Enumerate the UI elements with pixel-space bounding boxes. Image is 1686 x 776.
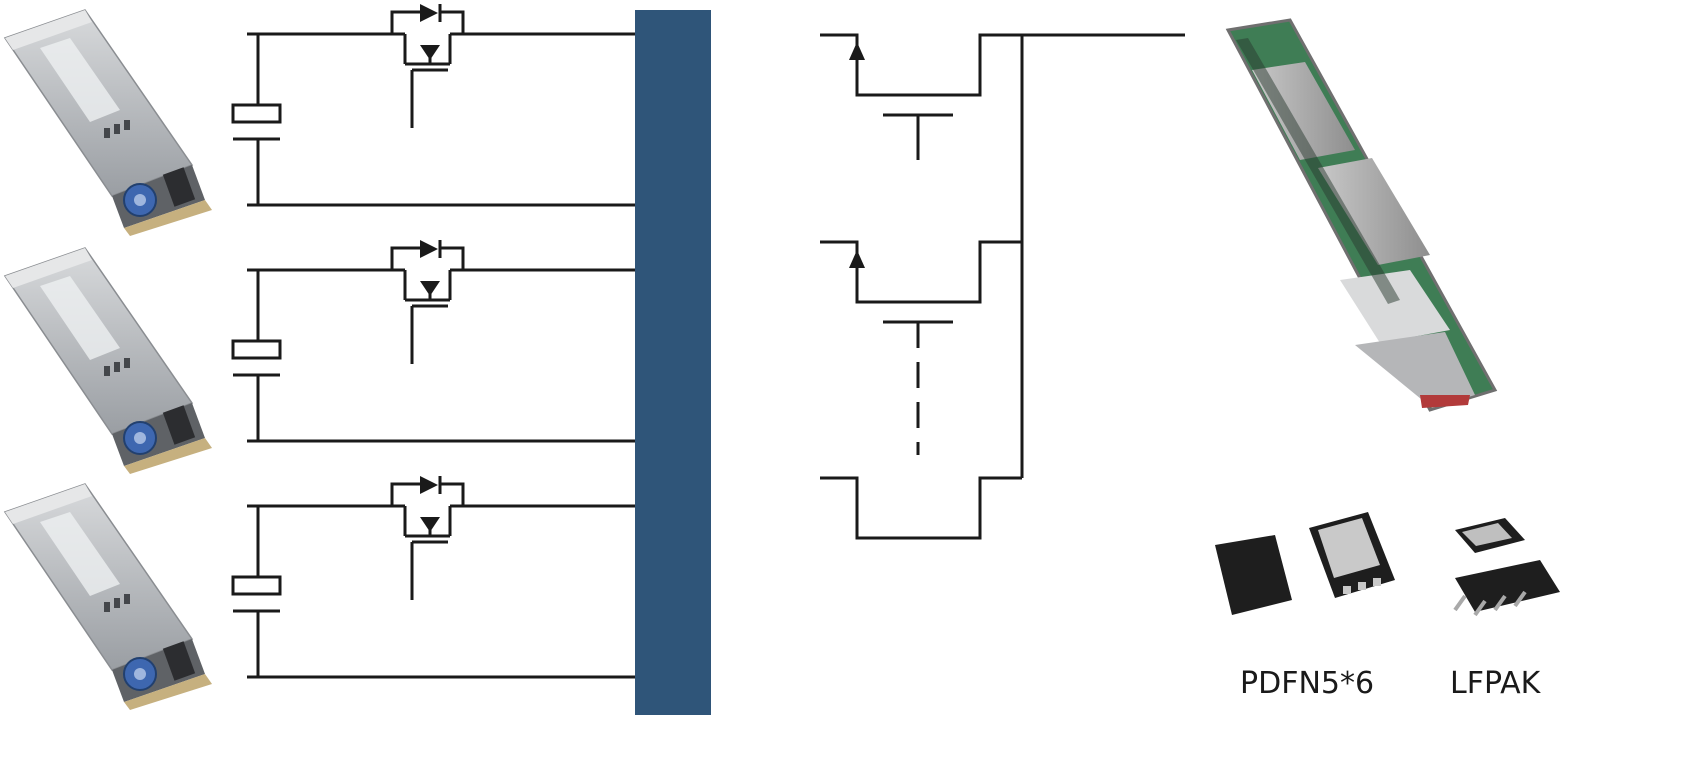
package-a-label: PDFN5*6 — [1240, 666, 1374, 701]
oring-arrows — [849, 42, 865, 268]
bus-bar — [635, 10, 711, 715]
channel-1 — [231, 2, 638, 207]
psu-2 — [4, 247, 213, 475]
oring-stage-1 — [820, 33, 1185, 160]
lfpak-chip-icon — [1453, 518, 1560, 617]
pdfn-chip-icon — [1215, 512, 1395, 615]
server-blade — [1225, 18, 1498, 412]
oring-stage-3 — [820, 35, 1024, 540]
psu-1 — [4, 9, 213, 237]
package-b-label: LFPAK — [1450, 666, 1542, 701]
oring-stage-2 — [820, 240, 1022, 455]
channel-2 — [231, 238, 638, 443]
psu-3 — [4, 483, 213, 711]
channel-3 — [231, 474, 638, 679]
